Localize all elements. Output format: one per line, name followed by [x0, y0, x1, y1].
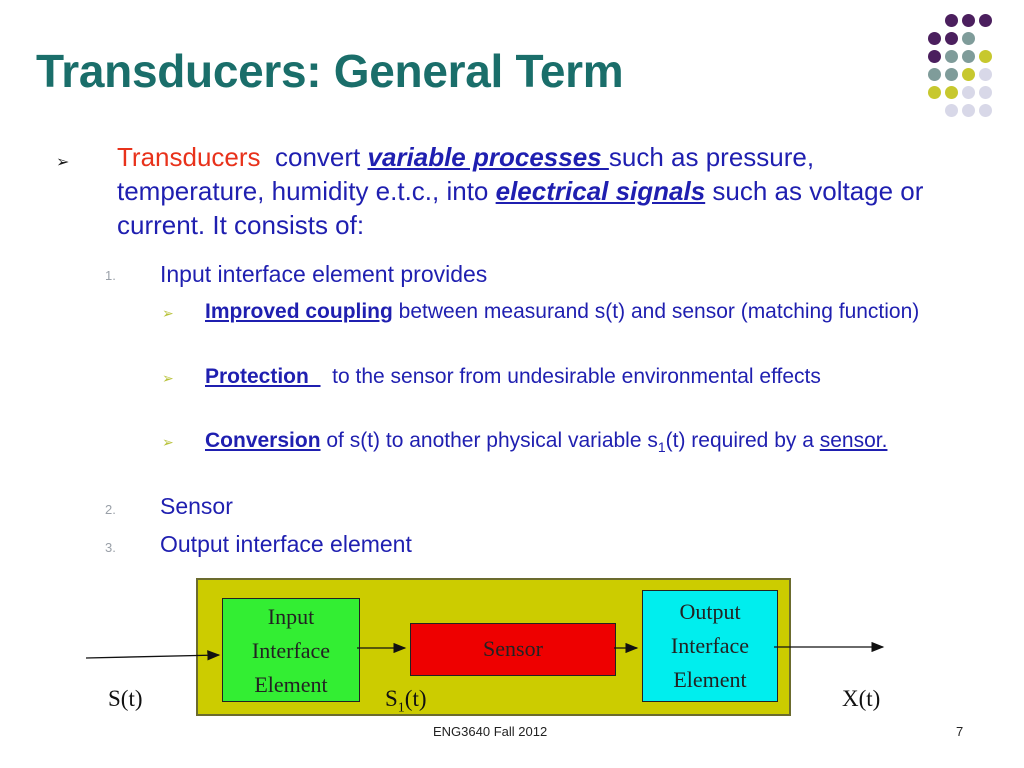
transducer-block-diagram: Input Interface Element Sensor Output In…	[196, 578, 791, 716]
input-box-line-2: Interface	[251, 638, 331, 663]
emphasis-variable-processes: variable processes	[367, 142, 609, 172]
sub-item-conversion: Conversion of s(t) to another physical v…	[205, 427, 925, 461]
sub-item-conversion-subscript: 1	[657, 439, 666, 456]
decorative-dot	[928, 86, 941, 99]
input-signal-label: S(t)	[108, 686, 143, 711]
sub-item-conversion-text-b: (t) required by a	[665, 429, 820, 452]
emphasis-electrical-signals: electrical signals	[495, 176, 706, 206]
input-signal-arrow	[85, 650, 221, 661]
input-box-line-1: Input	[267, 604, 315, 629]
decorative-dot	[979, 86, 992, 99]
output-interface-box: Output Interface Element	[642, 590, 778, 702]
decorative-dot	[945, 104, 958, 117]
sensor-link[interactable]: sensor.	[819, 429, 888, 452]
decorative-dot	[928, 68, 941, 81]
slide-number: 7	[956, 724, 964, 739]
lead-term: Transducers	[117, 142, 261, 172]
main-bullet-text: Transducers convert variable processes s…	[117, 140, 947, 242]
decorative-dot	[962, 86, 975, 99]
item-number-1: 1.	[105, 268, 116, 283]
output-box-line-2: Interface	[670, 633, 750, 658]
footer-course: ENG3640 Fall 2012	[433, 724, 548, 739]
sensor-box: Sensor	[410, 623, 616, 676]
item-number-3: 3.	[105, 540, 116, 555]
sub-bullet-icon: ➢	[162, 305, 174, 321]
decorative-dot	[962, 104, 975, 117]
sub-item-conversion-term: Conversion	[205, 429, 321, 452]
intermediate-signal-label: S1(t)	[385, 686, 427, 716]
decorative-dot	[928, 50, 941, 63]
sub-item-protection-text: to the sensor from undesirable environme…	[320, 365, 821, 388]
sub-item-conversion-text-a: of s(t) to another physical variable s	[320, 429, 658, 452]
item-text-1: Input interface element provides	[160, 261, 488, 287]
sub-item-coupling-text: between measurand s(t) and sensor (match…	[392, 300, 920, 323]
decorative-dot	[962, 50, 975, 63]
decorative-dot	[979, 104, 992, 117]
input-box-line-3: Element	[254, 672, 328, 697]
sub-item-coupling-term: Improved coupling	[205, 300, 393, 323]
output-box-line-3: Element	[673, 667, 747, 692]
decorative-dot	[962, 14, 975, 27]
sub-bullet-icon: ➢	[162, 434, 174, 450]
decorative-dot	[979, 68, 992, 81]
decorative-dot	[945, 86, 958, 99]
decorative-dot	[962, 32, 975, 45]
input-interface-box: Input Interface Element	[222, 598, 360, 702]
sub-item-coupling: Improved coupling between measurand s(t)…	[205, 298, 925, 325]
item-text-3: Output interface element	[160, 531, 412, 557]
item-number-2: 2.	[105, 502, 116, 517]
main-text-part-1: convert	[260, 142, 368, 172]
slide-title: Transducers: General Term	[36, 45, 624, 97]
item-text-2: Sensor	[160, 493, 233, 519]
decorative-dot	[962, 68, 975, 81]
output-box-line-1: Output	[679, 599, 741, 624]
output-signal-label: X(t)	[842, 686, 881, 711]
main-text-part-2: such as pressure, temperature, humidity …	[117, 142, 815, 206]
sub-item-protection-term: Protection	[205, 365, 321, 388]
decorative-dot	[945, 32, 958, 45]
decorative-dot	[945, 68, 958, 81]
decorative-dot	[979, 14, 992, 27]
decorative-dot-grid	[928, 14, 1008, 134]
decorative-dot	[945, 14, 958, 27]
arrow-bullet-icon: ➢	[56, 154, 70, 171]
main-text-part-3: such as voltage or current. It consists …	[117, 176, 924, 240]
decorative-dot	[928, 32, 941, 45]
sub-item-protection: Protection to the sensor from undesirabl…	[205, 363, 925, 390]
decorative-dot	[979, 50, 992, 63]
sub-bullet-icon: ➢	[162, 370, 174, 386]
decorative-dot	[945, 50, 958, 63]
